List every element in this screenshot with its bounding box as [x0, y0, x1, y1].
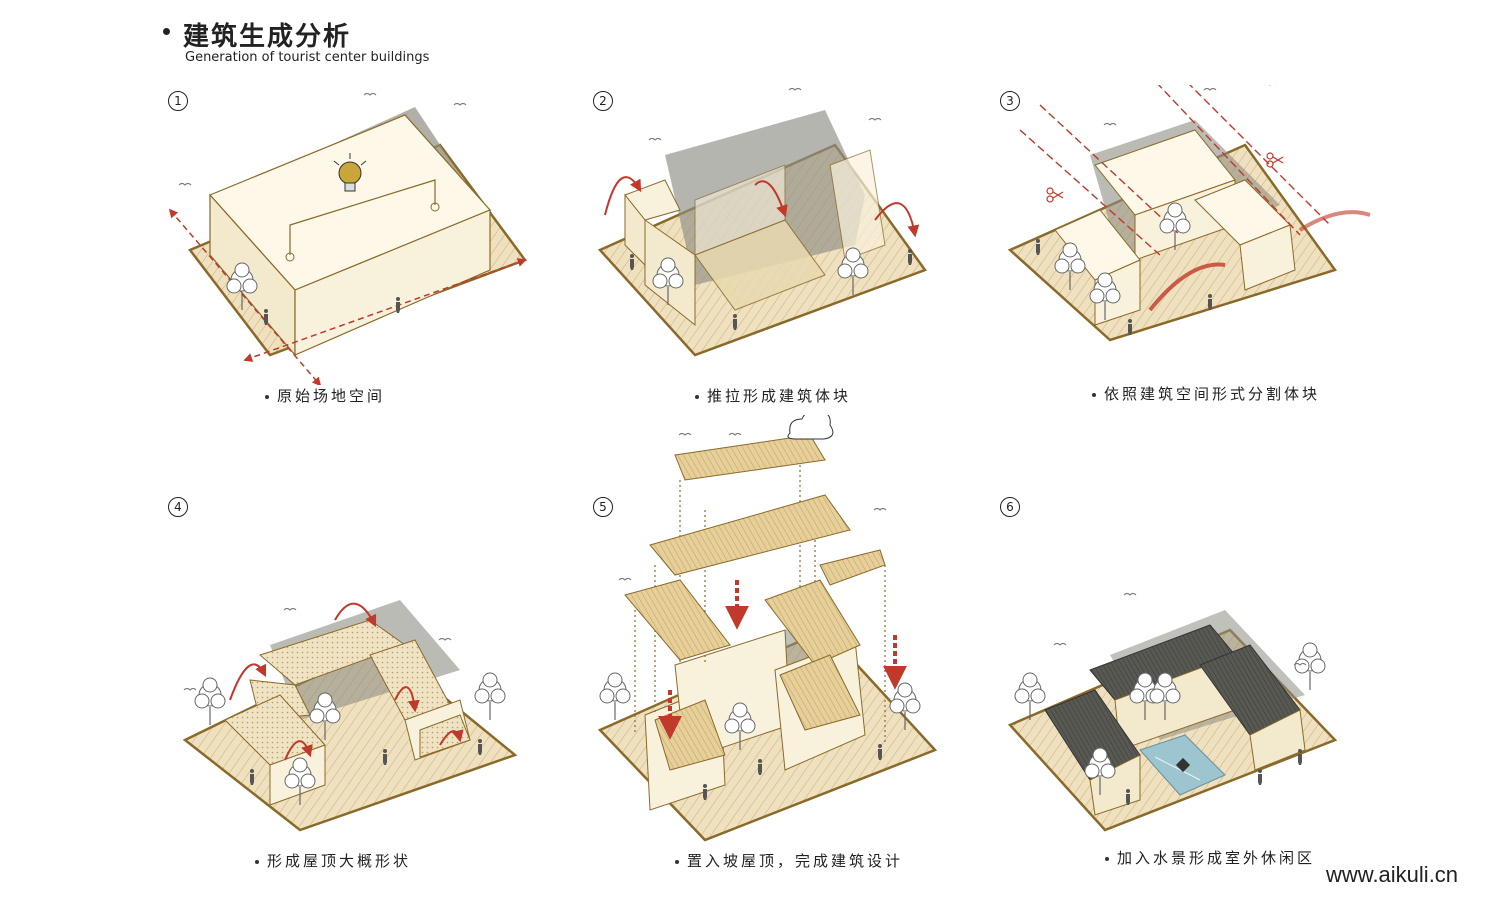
diagram-final-with-water	[1007, 592, 1338, 832]
tree-icon	[194, 677, 226, 726]
split-line	[1019, 129, 1161, 256]
bird-icon	[1053, 642, 1067, 646]
person-icon	[1126, 789, 1130, 805]
tree-icon	[1294, 642, 1326, 691]
panel-6: 6 加入水景形成室外休闲区	[1000, 495, 1440, 875]
bullet-icon	[163, 28, 170, 35]
roof-piece	[649, 494, 851, 576]
bird-icon	[1203, 87, 1217, 91]
roof-piece	[624, 579, 731, 661]
bird-icon	[283, 607, 297, 611]
panel-2: 2 推拉形成建筑体块	[585, 85, 1025, 465]
diagram-pitched-roof	[597, 415, 938, 842]
diagram-push-pull	[597, 87, 927, 357]
person-icon	[878, 744, 882, 760]
panel-3: 3 依照建筑空间形式分割体块	[1000, 85, 1440, 465]
step-number: 5	[593, 497, 613, 517]
panel-5: 5 置入坡屋顶，完成建筑	[585, 415, 1025, 870]
person-icon	[1128, 319, 1132, 335]
person-icon	[630, 254, 634, 270]
caption: 推拉形成建筑体块	[695, 385, 851, 406]
push-arrow	[604, 176, 642, 216]
person-icon	[1258, 769, 1262, 785]
bird-icon	[183, 687, 197, 691]
person-icon	[250, 769, 254, 785]
panel-4: 4 形成屋顶大概形状	[160, 495, 600, 875]
bird-icon	[873, 507, 887, 511]
diagram-rough-roof	[182, 600, 518, 832]
person-icon	[396, 297, 400, 313]
bird-icon	[728, 432, 742, 436]
step-number: 4	[168, 497, 188, 517]
page-subtitle: Generation of tourist center buildings	[185, 50, 430, 65]
cloud-icon	[787, 415, 834, 440]
roof-arrow	[439, 729, 464, 746]
bird-icon	[1103, 122, 1117, 126]
tree-icon	[599, 672, 631, 721]
person-icon	[478, 739, 482, 755]
watermark: www.aikuli.cn	[1326, 862, 1459, 887]
bird-icon	[438, 637, 452, 641]
step-number: 6	[1000, 497, 1020, 517]
panel-1: 1 原始场地空间	[160, 85, 600, 465]
scissors-icon	[1266, 152, 1284, 168]
roof-piece	[819, 549, 886, 586]
person-icon	[1036, 239, 1040, 255]
caption: 依照建筑空间形式分割体块	[1092, 383, 1320, 404]
bird-icon	[648, 137, 662, 141]
bird-icon	[178, 182, 192, 186]
person-icon	[733, 314, 737, 330]
person-icon	[758, 759, 762, 775]
caption: 形成屋顶大概形状	[255, 850, 411, 871]
roof-arrow	[394, 686, 420, 713]
roof-arrow	[284, 740, 313, 761]
bird-icon	[678, 432, 692, 436]
diagram-split-blocks	[1007, 85, 1371, 342]
roof-arrow	[334, 602, 377, 628]
person-icon	[383, 749, 387, 765]
scissors-icon	[1046, 187, 1064, 203]
caption: 加入水景形成室外休闲区	[1105, 847, 1315, 868]
step-number: 3	[1000, 91, 1020, 111]
step-number: 2	[593, 91, 613, 111]
roof-piece	[764, 579, 861, 666]
wind-arrow	[1298, 210, 1371, 232]
diagram-original-site	[168, 92, 527, 385]
person-icon	[264, 309, 268, 325]
split-line	[1039, 104, 1181, 236]
water-feature	[1175, 757, 1191, 773]
bird-icon	[618, 577, 632, 581]
step-number: 1	[168, 91, 188, 111]
split-line	[1157, 85, 1301, 236]
split-line	[1189, 85, 1331, 226]
push-arrow	[754, 180, 788, 218]
caption: 置入坡屋顶，完成建筑设计	[675, 850, 903, 871]
bird-icon	[453, 102, 467, 106]
bird-icon	[363, 92, 377, 96]
person-icon	[1298, 749, 1302, 765]
roof-piece	[674, 434, 826, 481]
person-icon	[908, 249, 912, 265]
roof-arrow	[229, 663, 267, 701]
person-icon	[703, 784, 707, 800]
person-icon	[1208, 294, 1212, 310]
bulb-icon	[333, 153, 367, 192]
tree-icon	[474, 672, 506, 721]
page-title: 建筑生成分析	[183, 22, 352, 52]
push-arrow	[874, 202, 920, 238]
bird-icon	[788, 87, 802, 91]
bird-icon	[868, 117, 882, 121]
bird-icon	[1123, 592, 1137, 596]
caption: 原始场地空间	[265, 385, 385, 406]
wind-arrow	[1148, 262, 1226, 312]
